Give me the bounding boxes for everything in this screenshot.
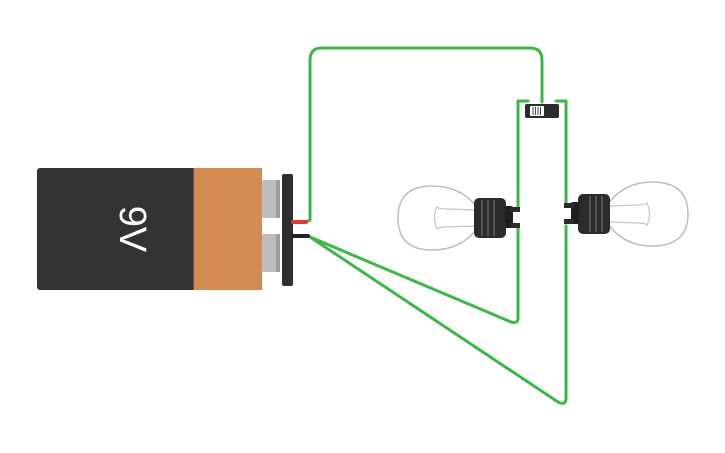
battery-band bbox=[194, 168, 262, 290]
wire-top-to-switch[interactable] bbox=[304, 46, 544, 224]
bulb-left-filament bbox=[433, 205, 477, 231]
battery-terminal-negative bbox=[262, 234, 280, 272]
battery-leads bbox=[291, 220, 310, 238]
wire-right-bulb-return[interactable] bbox=[308, 224, 568, 405]
bulb-left-threads bbox=[481, 200, 495, 236]
battery-terminal-positive bbox=[262, 180, 280, 218]
terminal-shade-bottom bbox=[276, 234, 280, 272]
bulb-right-filament bbox=[607, 201, 651, 227]
light-bulb-left[interactable] bbox=[397, 185, 520, 251]
battery-body bbox=[37, 168, 197, 290]
wires bbox=[304, 46, 568, 405]
bulb-right-contact-bottom bbox=[564, 219, 574, 224]
terminal-shade-top bbox=[276, 180, 280, 218]
bulb-right-glass bbox=[607, 181, 689, 247]
battery-snap-connector bbox=[282, 174, 293, 286]
bulb-right-contact-top bbox=[564, 203, 574, 208]
bulb-left-base bbox=[474, 198, 506, 238]
wire-switch-to-right-bulb[interactable] bbox=[554, 99, 568, 206]
bulb-left-contact-top bbox=[510, 207, 520, 212]
bulb-right-base bbox=[578, 194, 610, 234]
light-bulb-right[interactable] bbox=[564, 181, 689, 247]
wire-switch-to-left-bulb[interactable] bbox=[516, 99, 530, 210]
bulb-left-contact-bottom bbox=[510, 223, 520, 228]
wire-left-bulb-return[interactable] bbox=[308, 226, 520, 324]
bulb-right-threads bbox=[589, 196, 603, 232]
bulb-left-glass bbox=[397, 185, 477, 251]
slide-switch[interactable] bbox=[525, 104, 559, 118]
switch-slider[interactable] bbox=[530, 106, 544, 116]
switch-slider-ridges bbox=[532, 107, 541, 115]
battery-voltage-label: 9V bbox=[111, 206, 153, 253]
battery-9v[interactable]: 9V bbox=[37, 168, 293, 290]
